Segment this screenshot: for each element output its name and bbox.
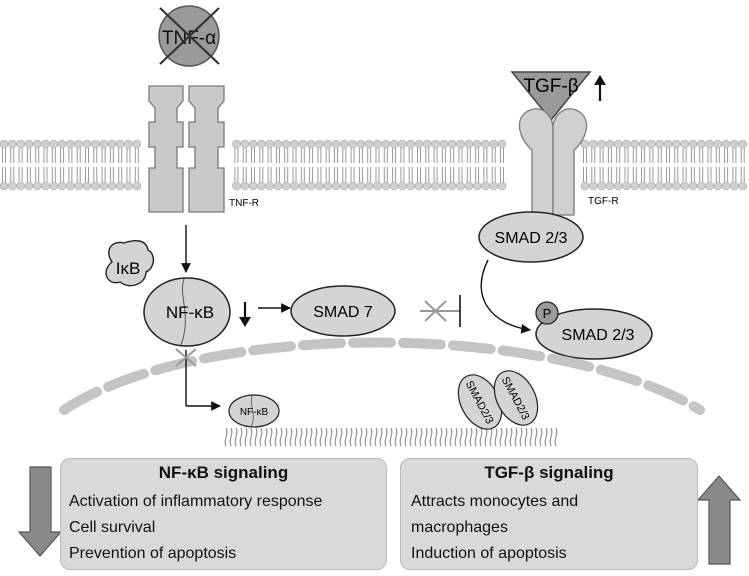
- blocked-cross-icon: [424, 300, 447, 322]
- blocked-cross-icon: [159, 7, 220, 65]
- smad23-phospho-label: SMAD 2/3: [562, 327, 635, 344]
- nfkb-label: NF-κB: [166, 303, 214, 322]
- nfkb-signaling-down-arrow-icon: [17, 466, 63, 557]
- list-item: Attracts monocytes and: [411, 493, 579, 510]
- list-item: Prevention of apoptosis: [69, 545, 237, 562]
- list-item: Cell survival: [69, 519, 156, 536]
- dna-strand: [224, 427, 558, 447]
- tgf-beta-ligand: TGF-β: [510, 71, 592, 122]
- smad23-receptor-label: SMAD 2/3: [495, 230, 568, 247]
- nfkb-effects-list: Activation of inflammatory response Cell…: [69, 489, 378, 567]
- ikb-protein: IκB: [105, 240, 155, 287]
- tgf-panel-title: TGF-β signaling: [484, 463, 614, 482]
- list-item: Activation of inflammatory response: [69, 493, 323, 510]
- nfkb-decrease-arrow-icon: [239, 302, 251, 327]
- nfkb-nuclear: NF-κB: [228, 394, 280, 428]
- tgf-signaling-up-arrow-icon: [696, 475, 742, 565]
- smad23-nuclear-2: SMAD2/3: [493, 370, 539, 426]
- nfkb-nuclear-label: NF-κB: [240, 407, 269, 418]
- phosphate-group: [535, 301, 559, 325]
- ikb-label: IκB: [116, 259, 141, 278]
- plasma-membrane: [0, 139, 748, 191]
- smad7-label: SMAD 7: [313, 304, 373, 321]
- tnf-alpha-label: TNF-α: [162, 28, 216, 49]
- blocked-cross-icon: [175, 348, 197, 367]
- nfkb-signaling-panel: NF-κB signaling Activation of inflammato…: [60, 458, 387, 570]
- nuclear-envelope: [59, 337, 705, 415]
- nfkb-translocation-arrow: [185, 350, 221, 411]
- smad7-protein: SMAD 7: [290, 285, 396, 337]
- nfkb-panel-title: NF-κB signaling: [158, 463, 289, 482]
- tgf-increase-arrow-icon: [594, 75, 606, 101]
- list-item: Induction of apoptosis: [411, 545, 567, 562]
- smad7-inhibition-blocked: [420, 295, 461, 327]
- tgf-effects-list: Attracts monocytes and macrophages Induc…: [411, 489, 687, 567]
- nfkb-complex: NF-κB: [143, 277, 231, 347]
- tnf-receptor-label: TNF-R: [229, 198, 259, 209]
- tgf-signaling-panel: TGF-β signaling Attracts monocytes and m…: [400, 458, 698, 570]
- tnf-receptor: [148, 85, 225, 213]
- tgf-receptor-label: TGF-R: [588, 196, 619, 207]
- phosphorylation-arrow: [480, 259, 531, 334]
- smad23-receptor-bound: SMAD 2/3: [478, 211, 584, 263]
- phosphate-label: P: [543, 306, 552, 321]
- smad23-nuclear-1: SMAD2/3: [457, 374, 503, 430]
- tnf-alpha-ligand: TNF-α: [158, 5, 220, 67]
- smad23-phosphorylated: SMAD 2/3 P: [535, 301, 653, 360]
- tgf-beta-label: TGF-β: [523, 76, 578, 97]
- list-item: macrophages: [411, 519, 508, 536]
- tgf-receptor: [518, 108, 588, 216]
